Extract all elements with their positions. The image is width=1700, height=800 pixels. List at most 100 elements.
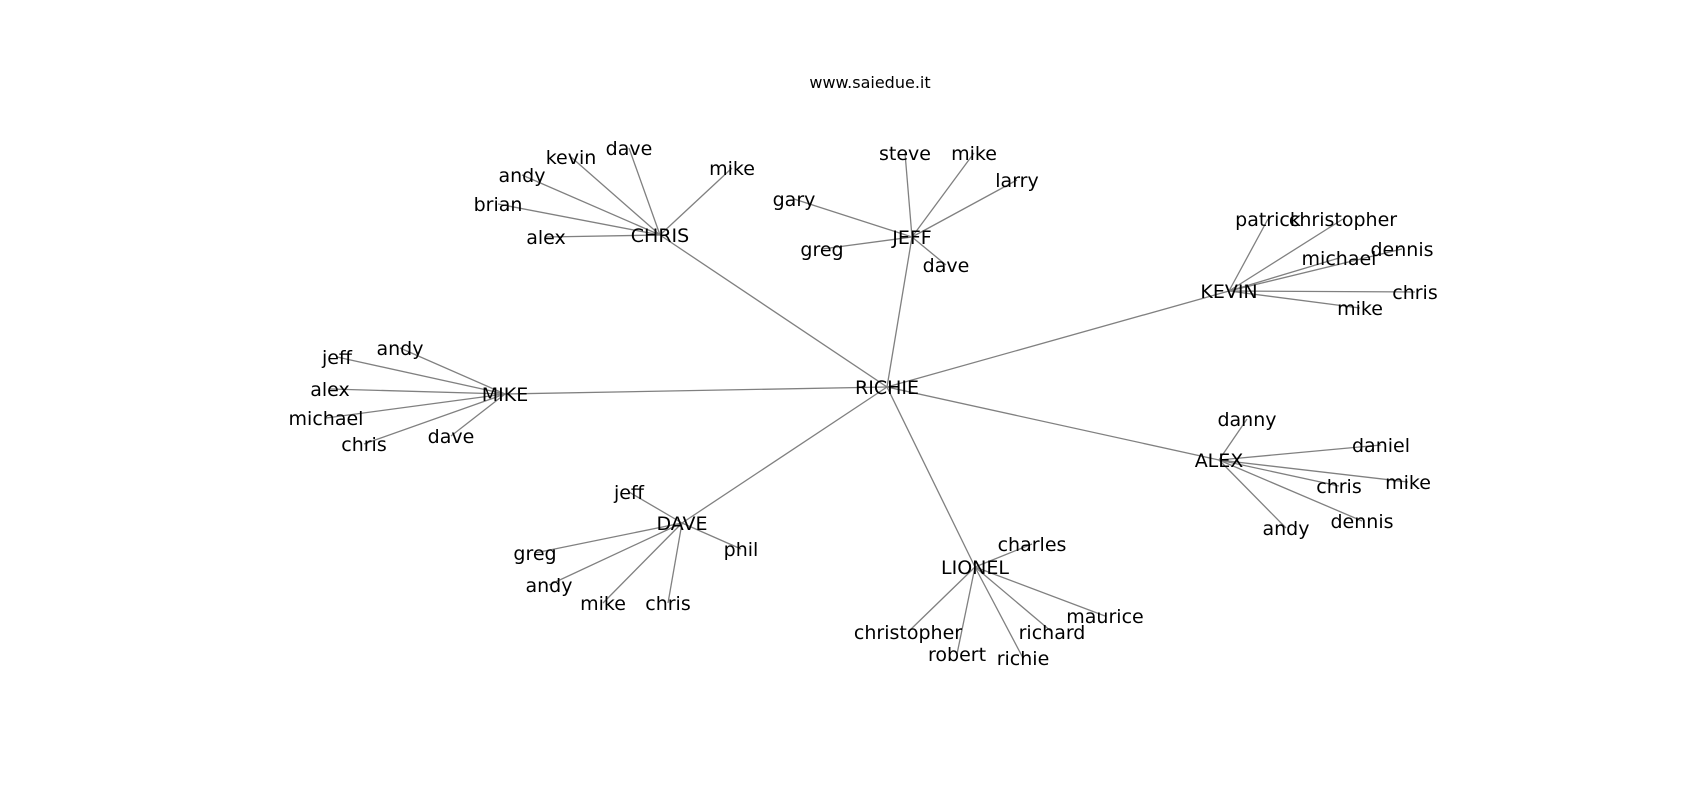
leaf-node-label: maurice [1066,606,1143,628]
edge-jeff-mike [911,152,975,238]
hub-node-label-alex: ALEX [1195,450,1244,472]
edge-dave-greg [534,522,683,554]
leaf-node-label: chris [645,593,690,615]
edge-alex-mike [1218,459,1409,483]
edge-lionel-maurice [974,566,1106,617]
edge-chris-dave [628,147,661,236]
edge-alex-daniel [1218,444,1382,461]
leaf-node-label: chris [1316,476,1361,498]
edge-kevin-dennis [1228,248,1403,292]
edge-kevin-christopher [1228,218,1344,292]
leaf-node-label: andy [1263,518,1310,540]
hub-node-label-jeff: JEFF [891,227,931,249]
leaf-node-label: daniel [1352,435,1410,457]
leaf-node-label: gary [773,189,816,211]
leaf-node-label: michael [289,408,364,430]
edge-jeff-steve [904,152,913,238]
leaf-node-label: dennis [1330,511,1393,533]
edge-root-alex [886,386,1220,461]
edge-kevin-patrick [1228,218,1269,292]
edge-root-dave [681,386,888,524]
edge-alex-chris [1218,459,1340,487]
edge-root-kevin [886,290,1230,388]
leaf-node-label: andy [499,165,546,187]
edge-alex-danny [1218,418,1248,461]
edge-mike-andy [399,347,506,395]
leaf-node-label: robert [928,644,986,666]
edge-mike-alex [329,388,506,395]
edge-root-jeff [886,236,913,388]
leaf-node-label: dave [606,138,653,160]
leaf-node-label: mike [1337,298,1383,320]
edge-mike-dave [450,393,506,437]
leaf-node-label: charles [998,534,1067,556]
edges-layer [325,147,1416,659]
edge-mike-chris [363,393,506,445]
leaf-node-label: danny [1217,409,1276,431]
leaf-node-label: mike [580,593,626,615]
root-node-label: RICHIE [855,377,919,399]
edge-dave-chris [667,522,683,604]
edge-chris-andy [521,174,661,236]
edge-lionel-richie [974,566,1024,659]
leaf-node-label: jeff [321,347,353,369]
leaf-node-label: dave [923,255,970,277]
leaf-node-label: phil [724,539,759,561]
leaf-node-label: chris [1392,282,1437,304]
leaf-node-label: christopher [1289,209,1397,231]
edge-chris-alex [545,234,661,238]
leaf-node-label: kevin [546,147,597,169]
edge-dave-jeff [628,491,683,524]
edge-lionel-christopher [907,566,976,633]
leaf-node-label: patrick [1235,209,1301,231]
edge-dave-andy [548,522,683,586]
edge-lionel-charles [974,543,1033,568]
leaf-node-label: mike [709,158,755,180]
edge-root-mike [504,386,888,395]
edge-mike-jeff [336,356,506,395]
leaf-node-label: michael [1302,248,1377,270]
edge-alex-andy [1218,459,1287,529]
edge-mike-michael [325,393,506,419]
leaf-node-label: mike [951,143,997,165]
leaf-node-label: christopher [854,622,962,644]
leaf-node-label: andy [377,338,424,360]
edge-dave-phil [681,522,742,550]
leaf-node-label: alex [526,227,566,249]
edge-alex-dennis [1218,459,1363,522]
hub-node-label-kevin: KEVIN [1200,281,1257,303]
edge-kevin-michael [1228,257,1340,292]
leaf-node-label: greg [800,239,843,261]
leaf-node-label: mike [1385,472,1431,494]
edge-lionel-richard [974,566,1053,633]
leaf-node-label: chris [341,434,386,456]
edge-lionel-robert [956,566,976,655]
leaf-node-label: jeff [613,482,645,504]
edge-root-lionel [886,386,976,568]
edge-jeff-dave [911,236,947,266]
edge-chris-mike [659,167,733,236]
edge-kevin-chris [1228,290,1416,293]
leaf-node-label: brian [474,194,523,216]
leaf-node-label: dave [428,426,475,448]
edge-chris-kevin [570,156,661,236]
hub-node-label-chris: CHRIS [631,225,689,247]
diagram-title: www.saiedue.it [809,73,930,92]
edge-jeff-gary [793,198,913,238]
hub-node-label-lionel: LIONEL [941,557,1009,579]
hub-node-label-mike: MIKE [482,384,528,406]
leaf-node-label: andy [526,575,573,597]
hub-node-label-dave: DAVE [656,513,707,535]
leaf-node-label: steve [879,143,931,165]
edge-dave-mike [602,522,683,604]
edge-root-chris [659,234,888,388]
leaf-node-label: larry [995,170,1038,192]
edge-kevin-mike [1228,290,1361,309]
leaf-node-label: richie [997,648,1050,670]
leaf-node-label: alex [310,379,350,401]
edge-jeff-larry [911,179,1018,238]
leaf-node-label: greg [513,543,556,565]
edge-jeff-greg [821,236,913,250]
